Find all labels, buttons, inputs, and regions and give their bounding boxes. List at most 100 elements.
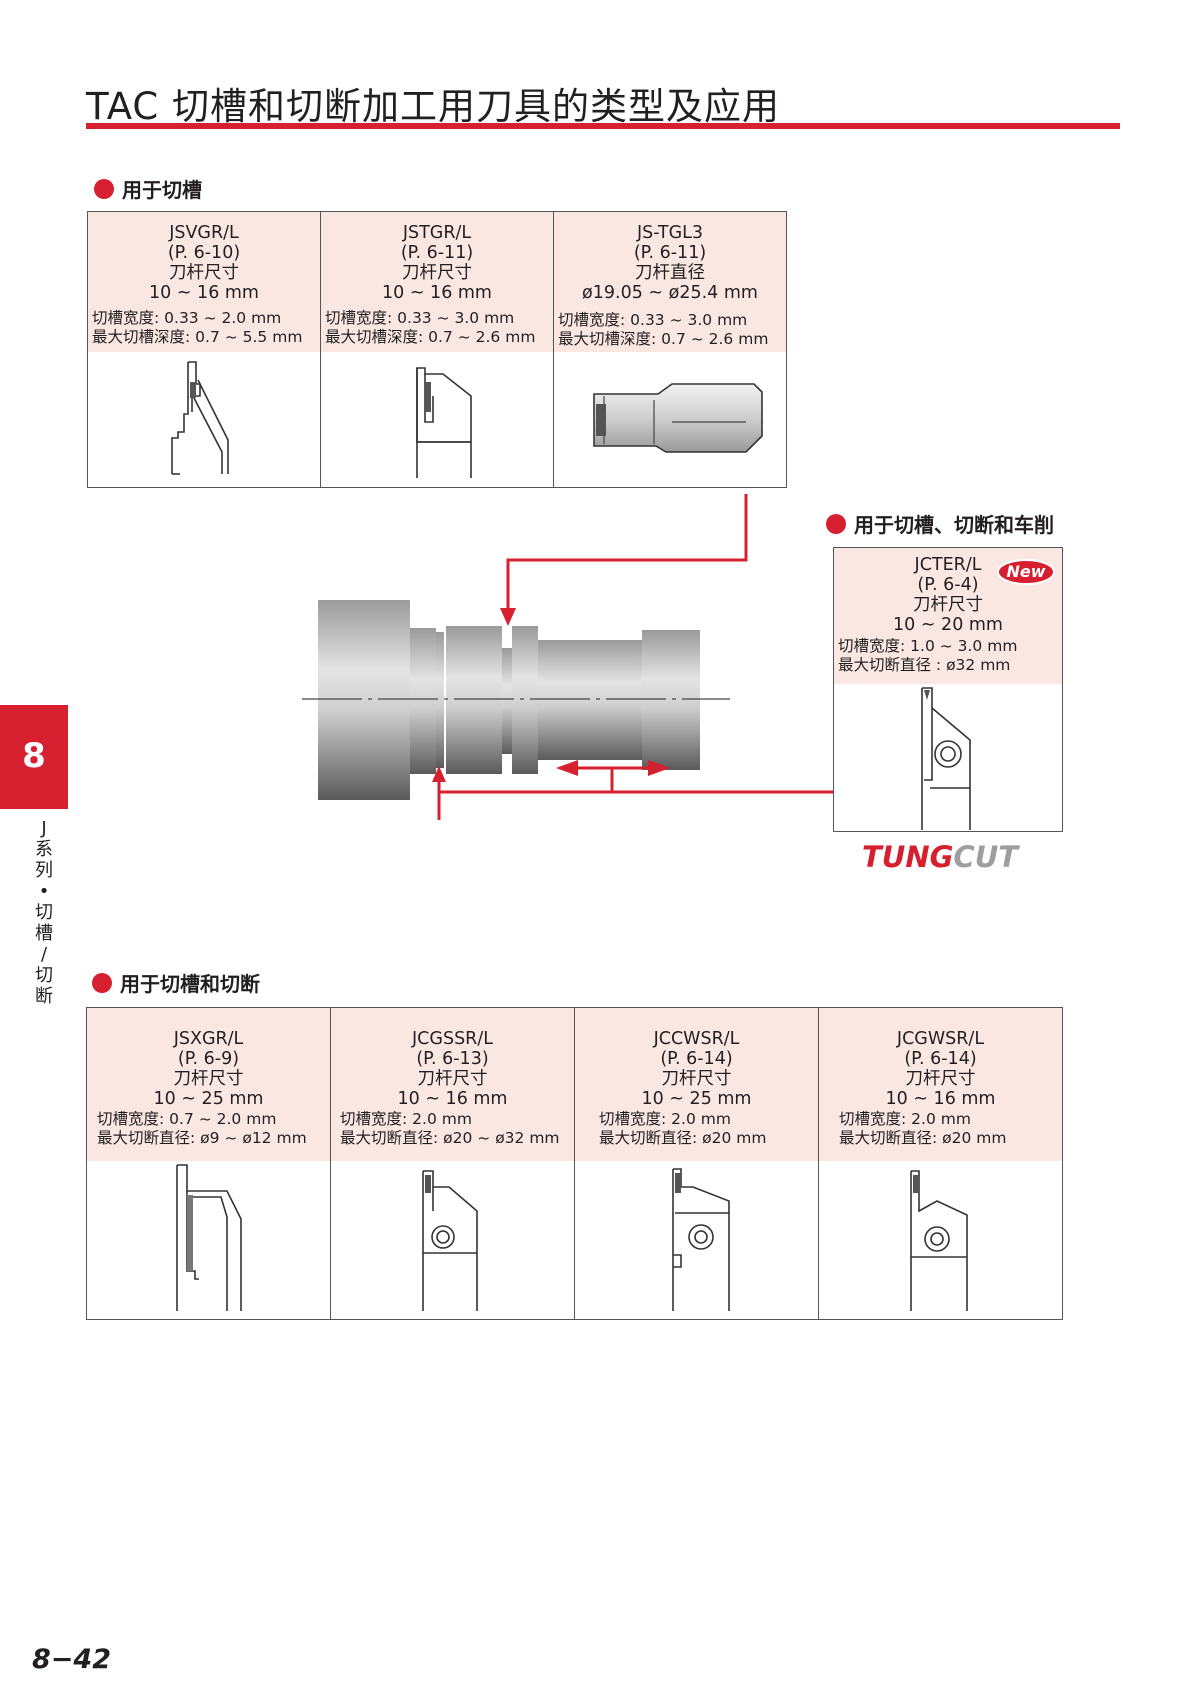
tool-size: 10 ~ 16 mm xyxy=(397,1089,508,1109)
card-header: JS-TGL3 (P. 6-11) 刀杆直径 ø19.05 ~ ø25.4 mm… xyxy=(554,212,786,352)
bullet-dot-icon xyxy=(826,513,846,534)
tool-spec-depth: 最大切槽深度: 0.7 ~ 2.6 mm xyxy=(325,328,536,346)
tool-spec-diameter: 最大切断直径: ø20 ~ ø32 mm xyxy=(340,1129,560,1147)
tool-page-ref: (P. 6-14) xyxy=(904,1049,977,1069)
jcter-tool-drawing-icon xyxy=(921,687,971,830)
chapter-label-char: 系 xyxy=(35,839,53,860)
tool-model: JCTER/L xyxy=(914,555,982,575)
tungcut-logo: TUNGCUT xyxy=(862,840,1018,874)
new-badge-label: New xyxy=(1006,562,1046,581)
chapter-tab xyxy=(0,705,68,809)
tool-size: ø19.05 ~ ø25.4 mm xyxy=(582,283,758,303)
section-label: 用于切槽 xyxy=(122,178,202,202)
tool-size-label: 刀杆直径 xyxy=(635,263,705,283)
tool-spec-depth: 最大切槽深度: 0.7 ~ 2.6 mm xyxy=(558,330,769,348)
tool-page-ref: (P. 6-10) xyxy=(167,243,241,263)
jcgssr-tool-drawing-icon xyxy=(422,1170,478,1311)
tool-card-jcter: JCTER/L (P. 6-4) 刀杆尺寸 10 ~ 20 mm 切槽宽度: 1… xyxy=(833,547,1063,832)
tool-card-jcgssr: JCGSSR/L (P. 6-13) 刀杆尺寸 10 ~ 16 mm 切槽宽度:… xyxy=(330,1007,575,1320)
chapter-number: 8 xyxy=(22,736,46,776)
section-grooving: 用于切槽 xyxy=(94,174,202,203)
jcgwsr-tool-drawing-icon xyxy=(910,1170,968,1311)
page-title: TAC 切槽和切断加工用刀具的类型及应用 xyxy=(86,85,780,128)
tool-model: JS-TGL3 xyxy=(636,223,704,243)
tool-model: JSTGR/L xyxy=(402,223,472,243)
tool-spec-diameter: 最大切断直径: ø9 ~ ø12 mm xyxy=(97,1129,307,1147)
section-label: 用于切槽和切断 xyxy=(120,972,260,996)
chapter-label-char: • xyxy=(38,881,50,902)
tool-model: JSXGR/L xyxy=(173,1029,244,1049)
jstgr-tool-drawing-icon xyxy=(416,367,472,478)
brand-part1: TUNG xyxy=(862,840,954,874)
tool-spec-diameter: 最大切断直径 : ø32 mm xyxy=(838,656,1011,674)
tool-size-label: 刀杆尺寸 xyxy=(661,1069,732,1089)
tool-spec-width: 切槽宽度: 2.0 mm xyxy=(340,1110,472,1128)
chapter-vertical-label: J 系 列 • 切 槽 / 切 断 xyxy=(34,818,54,1007)
tool-size: 10 ~ 16 mm xyxy=(382,283,492,303)
chapter-label-char: 列 xyxy=(35,860,53,881)
tool-page-ref: (P. 6-9) xyxy=(177,1049,240,1069)
tool-spec-width: 切槽宽度: 0.33 ~ 3.0 mm xyxy=(325,309,515,327)
title-rule xyxy=(86,123,1120,129)
section-grooving-parting-turning: 用于切槽、切断和车削 xyxy=(826,509,1054,538)
jsxgr-tool-drawing-icon xyxy=(176,1164,242,1311)
workpiece-diagram xyxy=(302,494,834,820)
js-tgl3-tool-drawing-icon xyxy=(593,383,763,453)
tool-size: 10 ~ 25 mm xyxy=(153,1089,264,1109)
tool-spec-diameter: 最大切断直径: ø20 mm xyxy=(599,1129,767,1147)
brand-part2: CUT xyxy=(953,840,1019,874)
tool-card-jstgr: JSTGR/L (P. 6-11) 刀杆尺寸 10 ~ 16 mm 切槽宽度: … xyxy=(320,211,554,488)
chapter-label-char: 断 xyxy=(35,986,53,1007)
tool-card-js-tgl3: JS-TGL3 (P. 6-11) 刀杆直径 ø19.05 ~ ø25.4 mm… xyxy=(553,211,787,488)
tool-size-label: 刀杆尺寸 xyxy=(169,263,239,283)
chapter-label-char: J xyxy=(41,818,47,839)
card-header: JSXGR/L (P. 6-9) 刀杆尺寸 10 ~ 25 mm 切槽宽度: 0… xyxy=(87,1008,330,1161)
card-header: JCGWSR/L (P. 6-14) 刀杆尺寸 10 ~ 16 mm 切槽宽度:… xyxy=(819,1008,1062,1161)
bullet-dot-icon xyxy=(92,972,112,993)
tool-spec-depth: 最大切槽深度: 0.7 ~ 5.5 mm xyxy=(92,328,303,346)
chapter-label-char: 切 xyxy=(35,902,53,923)
tool-size-label: 刀杆尺寸 xyxy=(417,1069,488,1089)
tool-spec-width: 切槽宽度: 1.0 ~ 3.0 mm xyxy=(838,637,1018,655)
tool-page-ref: (P. 6-11) xyxy=(633,243,707,263)
tool-spec-width: 切槽宽度: 0.33 ~ 2.0 mm xyxy=(92,309,282,327)
card-header: JCCWSR/L (P. 6-14) 刀杆尺寸 10 ~ 25 mm 切槽宽度:… xyxy=(575,1008,818,1161)
tool-page-ref: (P. 6-4) xyxy=(917,575,979,595)
jsvgr-tool-drawing-icon xyxy=(171,361,229,475)
tool-spec-diameter: 最大切断直径: ø20 mm xyxy=(839,1129,1007,1147)
tool-model: JCGWSR/L xyxy=(896,1029,985,1049)
card-header: JSVGR/L (P. 6-10) 刀杆尺寸 10 ~ 16 mm 切槽宽度: … xyxy=(88,212,320,352)
tool-spec-width: 切槽宽度: 2.0 mm xyxy=(839,1110,971,1128)
tool-model: JSVGR/L xyxy=(169,223,239,243)
section-label: 用于切槽、切断和车削 xyxy=(854,513,1054,537)
new-badge xyxy=(997,559,1055,585)
tool-model: JCGSSR/L xyxy=(412,1029,493,1049)
tool-card-jsvgr: JSVGR/L (P. 6-10) 刀杆尺寸 10 ~ 16 mm 切槽宽度: … xyxy=(87,211,321,488)
card-header: JSTGR/L (P. 6-11) 刀杆尺寸 10 ~ 16 mm 切槽宽度: … xyxy=(321,212,553,352)
tool-model: JCCWSR/L xyxy=(653,1029,740,1049)
tool-page-ref: (P. 6-11) xyxy=(400,243,474,263)
tool-page-ref: (P. 6-13) xyxy=(416,1049,489,1069)
tool-size-label: 刀杆尺寸 xyxy=(402,263,472,283)
tool-size: 10 ~ 16 mm xyxy=(885,1089,996,1109)
card-header: JCGSSR/L (P. 6-13) 刀杆尺寸 10 ~ 16 mm 切槽宽度:… xyxy=(331,1008,574,1161)
jccwsr-tool-drawing-icon xyxy=(672,1168,730,1311)
tool-spec-width: 切槽宽度: 0.33 ~ 3.0 mm xyxy=(558,311,748,329)
tool-card-jccwsr: JCCWSR/L (P. 6-14) 刀杆尺寸 10 ~ 25 mm 切槽宽度:… xyxy=(574,1007,819,1320)
tool-size: 10 ~ 20 mm xyxy=(893,615,1003,635)
card-header: JCTER/L (P. 6-4) 刀杆尺寸 10 ~ 20 mm 切槽宽度: 1… xyxy=(834,548,1062,684)
tool-size-label: 刀杆尺寸 xyxy=(913,595,983,615)
tool-size: 10 ~ 16 mm xyxy=(149,283,259,303)
chapter-label-char: / xyxy=(40,944,48,965)
tool-spec-width: 切槽宽度: 2.0 mm xyxy=(599,1110,731,1128)
tool-size: 10 ~ 25 mm xyxy=(641,1089,752,1109)
tool-size-label: 刀杆尺寸 xyxy=(173,1069,244,1089)
tool-spec-width: 切槽宽度: 0.7 ~ 2.0 mm xyxy=(97,1110,277,1128)
tool-size-label: 刀杆尺寸 xyxy=(905,1069,976,1089)
page-number: 8−42 xyxy=(32,1644,111,1675)
tool-page-ref: (P. 6-14) xyxy=(660,1049,733,1069)
chapter-label-char: 切 xyxy=(35,965,53,986)
chapter-label-char: 槽 xyxy=(35,923,53,944)
tool-card-jsxgr: JSXGR/L (P. 6-9) 刀杆尺寸 10 ~ 25 mm 切槽宽度: 0… xyxy=(86,1007,331,1320)
bullet-dot-icon xyxy=(94,178,114,199)
